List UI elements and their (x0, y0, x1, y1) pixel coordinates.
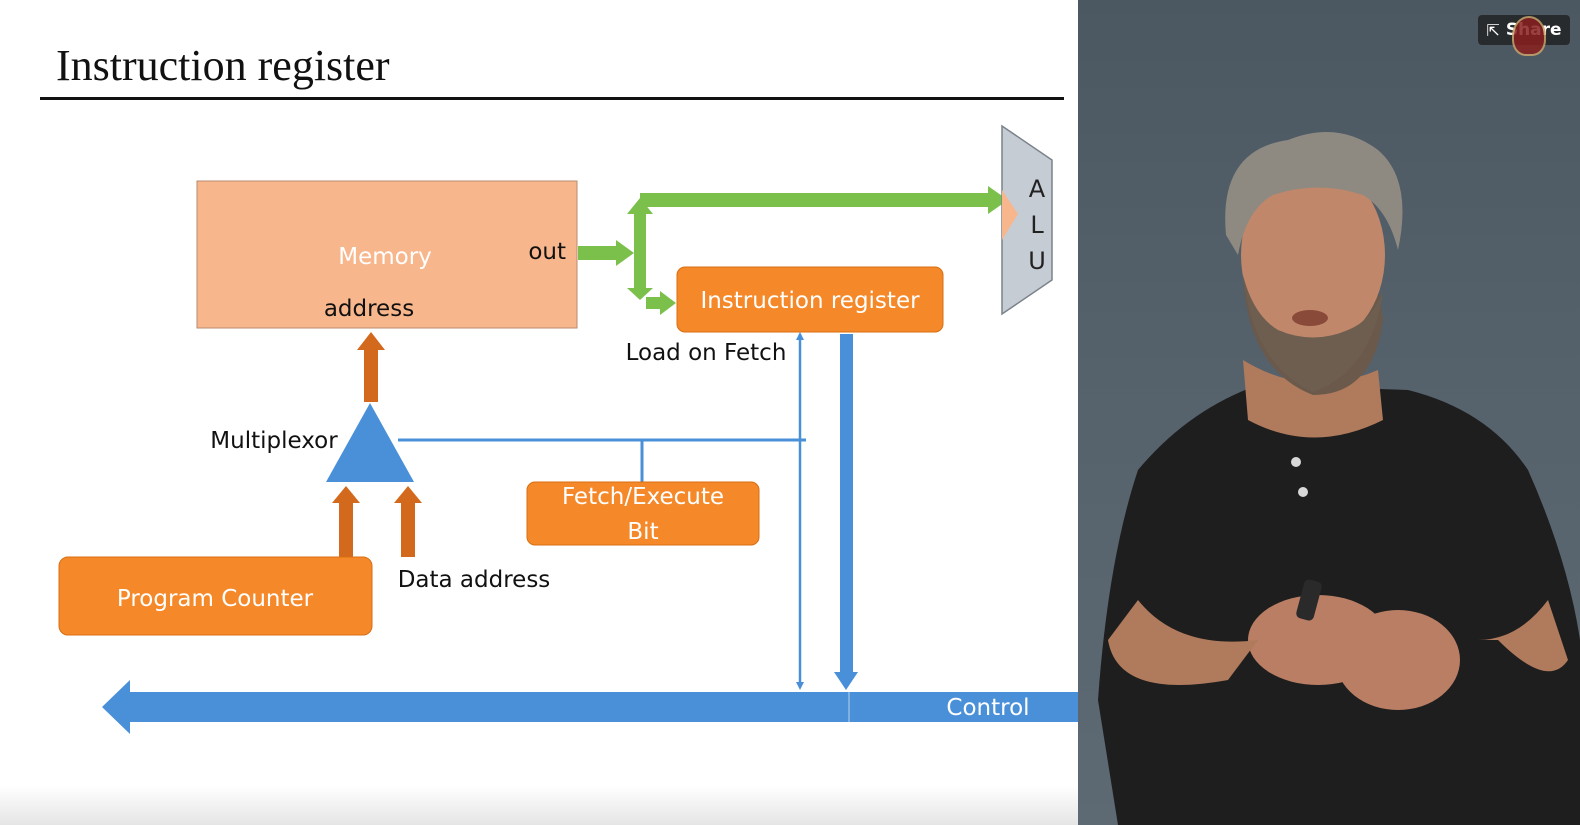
select-line (398, 438, 806, 484)
control-label: Control (946, 695, 1029, 721)
load-on-fetch-label: Load on Fetch (626, 340, 787, 366)
fetch-execute-label-line1: Fetch/Execute (562, 484, 724, 510)
share-icon: ⇱ (1486, 20, 1500, 40)
alu: A L U (1001, 124, 1053, 316)
fetch-execute-label-line2: Bit (627, 519, 658, 545)
load-on-fetch-line (796, 332, 804, 690)
instruction-output-bus (834, 334, 858, 690)
title-rule (40, 97, 1064, 100)
instruction-register-box (676, 266, 944, 333)
presenter-face (1241, 163, 1385, 347)
multiplexor (326, 403, 414, 482)
presenter-hair (1225, 132, 1403, 255)
fetch-execute-bit-box (526, 481, 760, 546)
presenter-figure (1098, 132, 1580, 825)
slide-title: Instruction register (56, 41, 390, 90)
alu-letter-a: A (1029, 175, 1046, 203)
pc-to-mux-arrow (332, 486, 360, 557)
data-address-arrow (394, 486, 422, 557)
mux-to-memory-arrow (357, 332, 385, 402)
lecture-slide: Instruction register Memory out address (0, 41, 1078, 825)
data-address-label: Data address (398, 567, 551, 593)
memory-out-label: out (528, 239, 566, 265)
memory-out-bus (578, 186, 1008, 315)
program-counter-label: Program Counter (117, 586, 314, 612)
memory-block (196, 180, 578, 329)
presenter-video (1078, 0, 1580, 825)
channel-logo-icon (1512, 16, 1546, 56)
presenter-neck (1243, 360, 1383, 438)
presenter-clicker (1296, 579, 1322, 621)
memory-address-label: address (324, 296, 414, 322)
multiplexor-label: Multiplexor (210, 428, 338, 454)
program-counter-box (58, 556, 373, 636)
instruction-register-label: Instruction register (700, 288, 920, 314)
memory-label: Memory (338, 244, 432, 270)
control-bus (102, 680, 1078, 734)
alu-letter-u: U (1028, 247, 1046, 275)
alu-letter-l: L (1030, 211, 1044, 239)
instruction-register-diagram: Memory out address A L U (58, 124, 1078, 734)
presenter-right-hand (1336, 610, 1460, 710)
